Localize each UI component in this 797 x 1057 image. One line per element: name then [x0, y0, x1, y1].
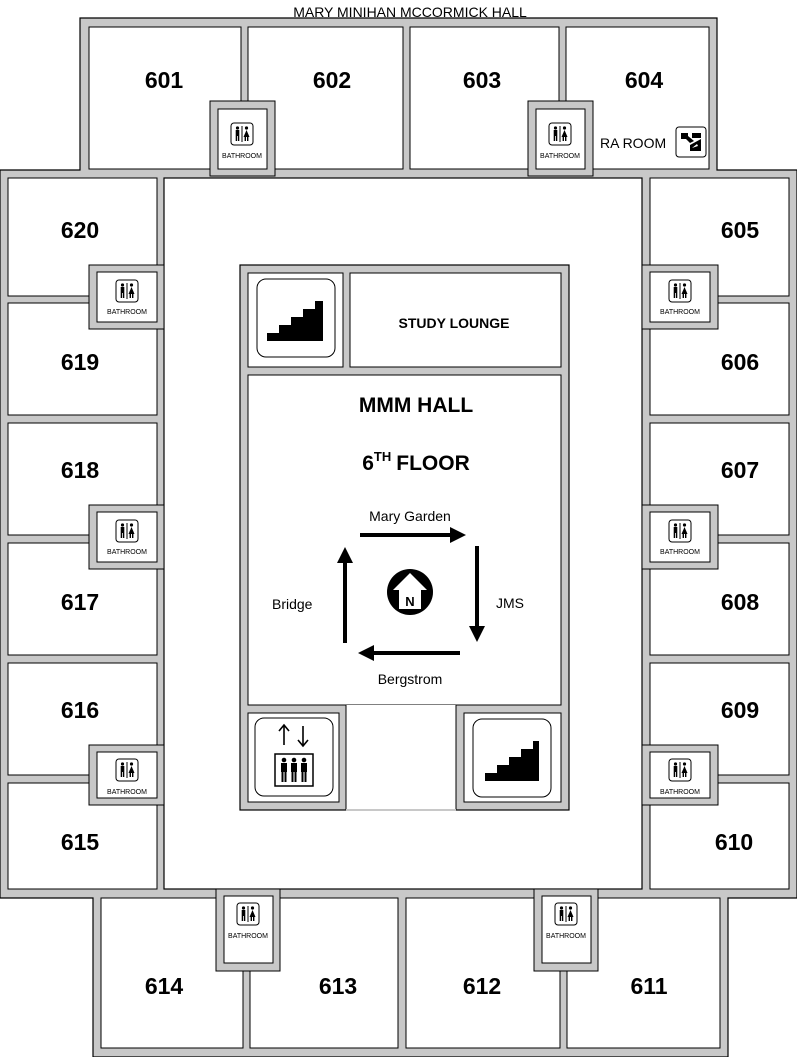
bathroom-icon	[115, 758, 139, 782]
floor-label: 6TH FLOOR	[362, 449, 470, 475]
bathroom-label: BATHROOM	[222, 153, 262, 160]
bathroom-label: BATHROOM	[660, 789, 700, 796]
room-number: 601	[145, 67, 184, 93]
arrow-right-head	[469, 626, 485, 642]
bathroom-label: BATHROOM	[107, 789, 147, 796]
room-number: 613	[319, 973, 357, 999]
room-number: 609	[721, 697, 759, 723]
room-number: 620	[61, 217, 99, 243]
bathroom-icon	[554, 902, 578, 926]
bathroom-label: BATHROOM	[660, 309, 700, 316]
room-number: 610	[715, 829, 753, 855]
floor-word: FLOOR	[396, 452, 470, 475]
direction-arrows	[337, 527, 485, 661]
bathroom-icon	[115, 279, 139, 303]
arrow-top-head	[450, 527, 466, 543]
bathroom-icon	[236, 902, 260, 926]
room-number: 608	[721, 589, 760, 615]
floor-suffix: TH	[374, 449, 391, 464]
ra-room-icon	[675, 126, 707, 158]
elevator-icon	[254, 717, 334, 797]
room-number: 614	[145, 973, 184, 999]
room-number: 612	[463, 973, 501, 999]
hall-name: MMM HALL	[359, 394, 473, 417]
bathroom-icon	[230, 122, 254, 146]
room-number: 615	[61, 829, 100, 855]
direction-left-label: Bridge	[272, 596, 313, 612]
room-number: 606	[721, 349, 759, 375]
ra-room-label: RA ROOM	[600, 135, 666, 151]
bathroom-icon	[668, 279, 692, 303]
room-number: 619	[61, 349, 99, 375]
arrow-bottom-head	[358, 645, 374, 661]
room-number: 607	[721, 457, 759, 483]
room-number: 603	[463, 67, 501, 93]
room-number: 617	[61, 589, 99, 615]
direction-right-label: JMS	[496, 595, 524, 611]
central-info-area	[247, 374, 562, 706]
study-lounge-label: STUDY LOUNGE	[399, 315, 510, 331]
bathroom-label: BATHROOM	[107, 549, 147, 556]
arrow-left-head	[337, 547, 353, 563]
bathroom-label: BATHROOM	[660, 549, 700, 556]
bathroom-icon	[115, 519, 139, 543]
north-icon: N	[387, 569, 433, 615]
room-number: 616	[61, 697, 99, 723]
study-lounge[interactable]	[349, 272, 562, 368]
bathroom-label: BATHROOM	[540, 153, 580, 160]
room-number: 602	[313, 67, 351, 93]
bathroom-label: BATHROOM	[546, 933, 586, 940]
stairs-icon	[472, 718, 552, 798]
bathroom-icon	[668, 758, 692, 782]
north-label: N	[405, 594, 414, 609]
room-number: 611	[630, 973, 667, 999]
bathroom-icon	[548, 122, 572, 146]
bathroom-icon	[668, 519, 692, 543]
core-hall-gap	[346, 705, 456, 810]
building-title: MARY MINIHAN MCCORMICK HALL	[293, 4, 527, 20]
floor-number: 6	[362, 452, 374, 475]
room-number: 604	[625, 67, 664, 93]
room-number: 605	[721, 217, 760, 243]
room-number: 618	[61, 457, 100, 483]
direction-bottom-label: Bergstrom	[378, 671, 443, 687]
stairs-icon	[256, 278, 336, 358]
bathroom-label: BATHROOM	[107, 309, 147, 316]
bathroom-label: BATHROOM	[228, 933, 268, 940]
direction-top-label: Mary Garden	[369, 508, 451, 524]
